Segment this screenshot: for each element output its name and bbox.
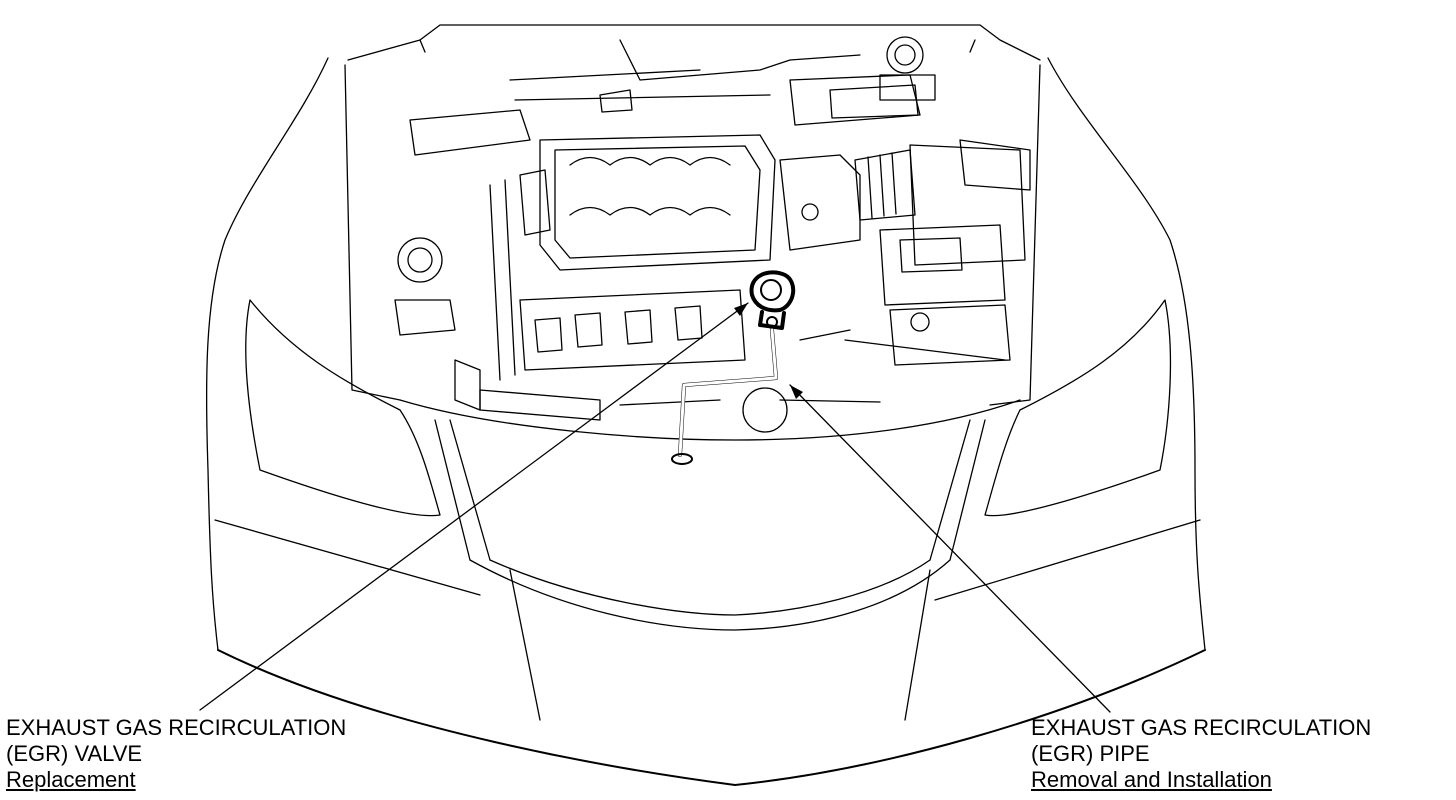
egr-valve-title-line1: EXHAUST GAS RECIRCULATION [6, 715, 347, 740]
egr-pipe-title-line2: (EGR) PIPE [1031, 741, 1150, 766]
egr-pipe-callout: EXHAUST GAS RECIRCULATION (EGR) PIPE Rem… [1031, 715, 1371, 793]
egr-valve-arrowhead [734, 303, 748, 316]
car-body-outline [205, 24, 1206, 786]
egr-valve-leader-line [199, 302, 749, 711]
engine-bay-details [394, 36, 1031, 433]
egr-valve-title-line2: (EGR) VALVE [6, 741, 143, 766]
egr-valve-shape [749, 270, 796, 330]
egr-pipe-leader-line [789, 384, 1111, 713]
egr-pipe-title-line1: EXHAUST GAS RECIRCULATION [1031, 715, 1372, 740]
egr-pipe-shape [671, 328, 778, 465]
leader-lines [199, 302, 1111, 713]
egr-valve-callout: EXHAUST GAS RECIRCULATION (EGR) VALVE Re… [6, 715, 346, 793]
egr-pipe-arrowhead [790, 385, 803, 399]
egr-valve-replacement-link[interactable]: Replacement [6, 767, 136, 792]
egr-pipe-removal-link[interactable]: Removal and Installation [1031, 767, 1272, 792]
